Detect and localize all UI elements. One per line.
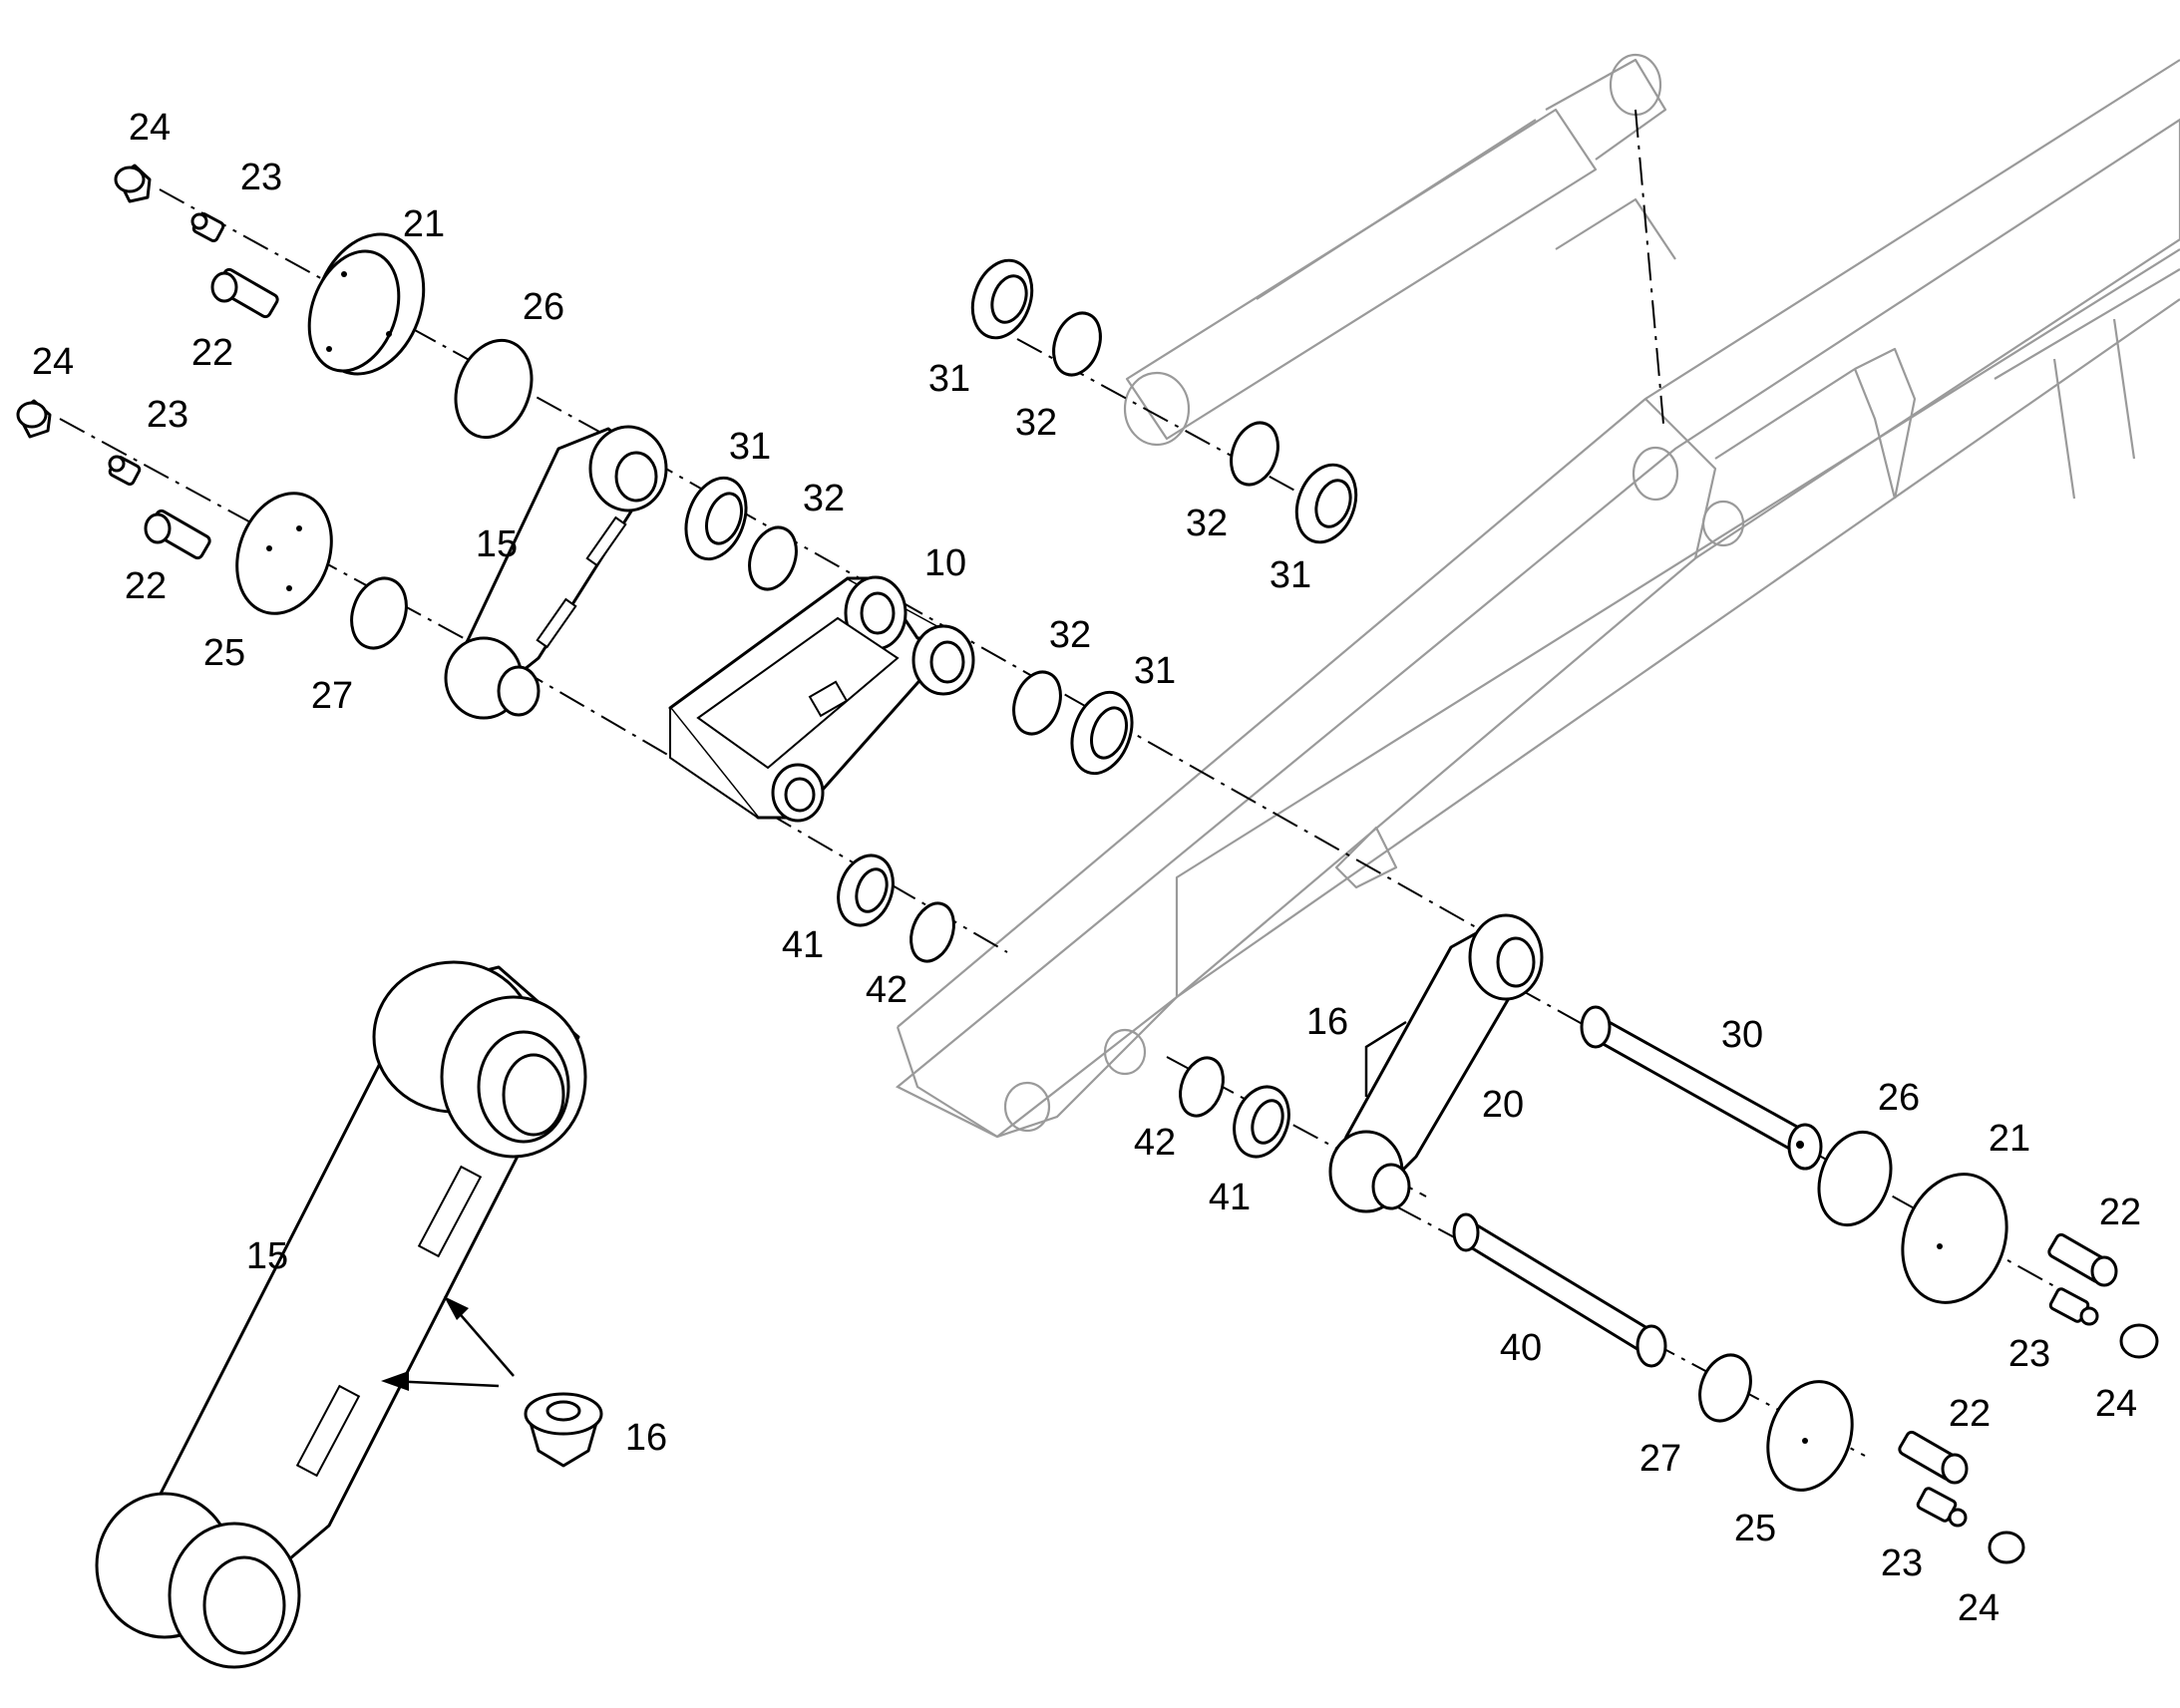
o-ring-27-mid [350,576,408,650]
callout-41: 41 [782,924,824,966]
callout-41: 41 [1209,1177,1251,1218]
bolt-22-top [210,267,279,319]
callout-32: 32 [1015,402,1057,444]
o-ring-26-top [454,338,534,440]
callout-20: 20 [1482,1084,1524,1126]
cover-plate-21-right [1901,1173,2008,1304]
ring-42-upper [909,901,955,963]
grease-nipple-23-top [190,211,225,243]
callout-27: 27 [1639,1438,1681,1480]
callout-23: 23 [240,157,282,198]
plug-16 [524,1392,603,1468]
arrows-to-slots [381,1296,515,1391]
callout-32: 32 [1049,614,1091,656]
bolt-22-mid [144,509,211,560]
o-ring-26-right [1817,1130,1893,1227]
grease-nipple-23-right-bottom [1916,1487,1968,1528]
bolt-22-right-top [2047,1232,2118,1287]
link-15-detail [95,960,587,1669]
pin-40 [1452,1212,1667,1368]
pin-30 [1580,1005,1823,1171]
callout-32: 32 [803,478,845,519]
callout-24: 24 [32,341,74,383]
callout-25: 25 [1734,1508,1776,1549]
callout-15: 15 [246,1235,288,1277]
seal-31-cylinder-bottom [1294,463,1358,544]
callout-16: 16 [625,1417,667,1459]
callout-31: 31 [729,426,771,468]
callout-42: 42 [866,969,908,1011]
ring-42-lower [1179,1056,1225,1118]
seal-31-cylinder-top [970,258,1034,340]
callout-24: 24 [129,107,171,149]
callout-22: 22 [2099,1192,2141,1233]
callout-24: 24 [1958,1587,1999,1629]
callout-21: 21 [403,203,445,245]
cap-24-mid [16,399,52,439]
seal-31-link15 [684,476,748,561]
callout-23: 23 [2008,1333,2050,1375]
leader-16-to-20 [1364,1020,1407,1097]
link-20 [1328,913,1544,1213]
callout-31: 31 [928,358,970,400]
callout-42: 42 [1134,1122,1176,1164]
cover-plate-21-top [307,232,426,376]
callout-27: 27 [311,675,353,717]
seal-41-lower [1233,1085,1290,1159]
callout-26: 26 [1878,1077,1920,1119]
callout-30: 30 [1721,1014,1763,1056]
o-ring-27-right [1698,1353,1752,1423]
callout-21: 21 [1989,1118,2030,1160]
callout-25: 25 [203,632,245,674]
coupler-10 [668,575,975,823]
callout-26: 26 [523,286,564,328]
callout-31: 31 [1270,554,1311,596]
cap-24-top [114,164,152,203]
cap-24-right-bottom [1988,1531,2025,1564]
callout-32: 32 [1186,503,1228,544]
ring-32-cylinder-top [1052,311,1102,377]
link-15-small [444,425,668,720]
bolt-22-right-bottom [1898,1430,1969,1485]
callout-23: 23 [147,394,188,436]
grease-nipple-23-right-top [2048,1287,2099,1326]
callout-40: 40 [1500,1327,1542,1369]
callout-23: 23 [1881,1542,1923,1584]
ring-32-coupler [1012,670,1062,736]
ring-32-cylinder-bottom [1230,421,1279,487]
callout-22: 22 [1949,1393,1991,1435]
grease-nipple-23-mid [108,455,142,487]
seal-41-upper [837,854,895,927]
callout-22: 22 [191,332,233,374]
ring-32-link15 [748,525,798,591]
callout-15: 15 [476,523,518,565]
callout-16: 16 [1306,1001,1348,1043]
boom-arm [895,53,2180,1139]
callout-24: 24 [2095,1383,2137,1425]
seal-31-coupler [1070,690,1134,776]
callout-10: 10 [924,542,966,584]
callout-31: 31 [1134,650,1176,692]
callout-labels: 24 23 21 26 22 24 23 31 32 15 22 10 25 27 32 31 31 32 32 31… [32,107,2141,1629]
callout-22: 22 [125,565,167,607]
cover-plate-25-right [1766,1380,1854,1492]
cap-24-right-top [2119,1323,2159,1359]
cover-plate-25-mid [235,492,333,615]
